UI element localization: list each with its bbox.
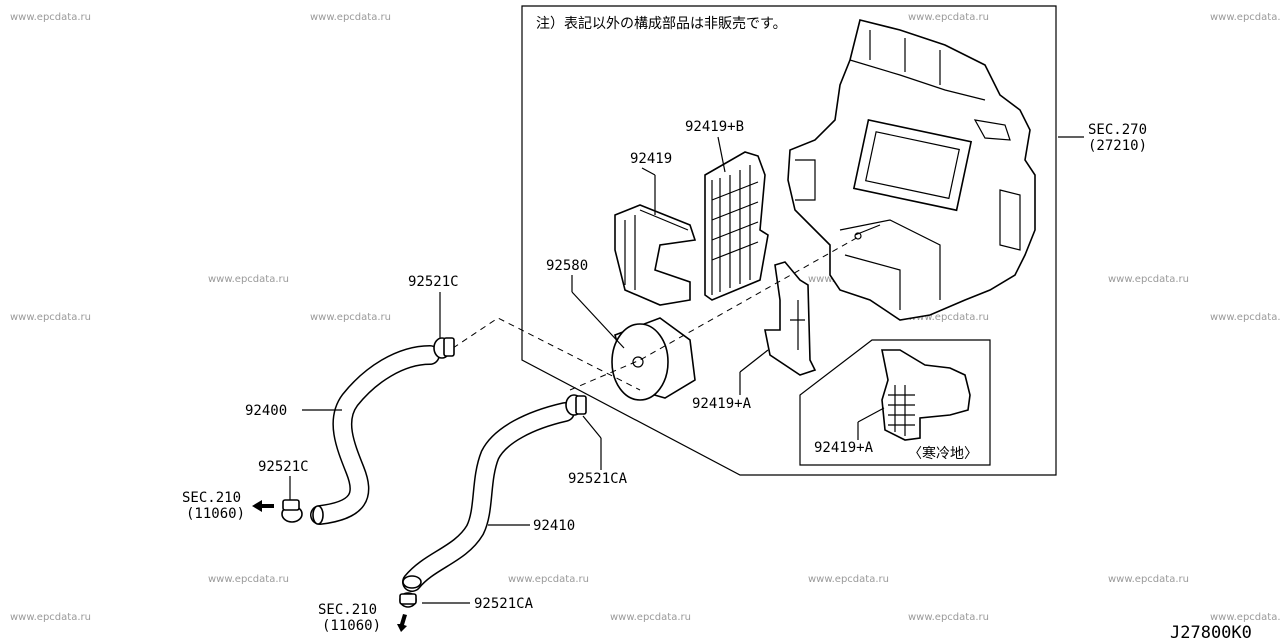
watermark: www.epcdata.ru xyxy=(1210,612,1280,623)
part-label-92521ca-bot[interactable]: 92521CA xyxy=(474,596,534,612)
clamp-drawing xyxy=(565,394,587,416)
watermark: www.epcdata.ru xyxy=(10,612,91,623)
watermark: www.epcdata.ru xyxy=(610,612,691,623)
part-label-92521c-top[interactable]: 92521C xyxy=(408,274,459,290)
watermark: www.epcdata.ru xyxy=(1210,12,1280,23)
part-label-92419[interactable]: 92419 xyxy=(630,151,672,167)
watermark: www.epcdata.ru xyxy=(10,312,91,323)
watermark: www.epcdata.ru xyxy=(208,574,289,585)
leader-line xyxy=(582,415,602,439)
watermark: www.epcdata.ru xyxy=(10,12,91,23)
small-bracket-drawing xyxy=(764,261,817,376)
cold-region-label: 〈寒冷地〉 xyxy=(908,445,978,462)
part-label-92521c-low[interactable]: 92521C xyxy=(258,459,309,475)
filter-cover-drawing xyxy=(704,151,769,301)
inset-bracket-drawing xyxy=(881,349,971,441)
watermarks: www.epcdata.ru www.epcdata.ru www.epcdat… xyxy=(10,12,1280,623)
note-text: 注）表記以外の構成部品は非販売です。 xyxy=(536,15,787,32)
part-label-92419b[interactable]: 92419+B xyxy=(685,119,744,135)
part-label-92419a-inset[interactable]: 92419+A xyxy=(814,440,874,456)
filter-cartridge-drawing xyxy=(611,317,696,401)
watermark: www.epcdata.ru xyxy=(310,312,391,323)
leader-line xyxy=(857,407,885,423)
part-label-92400[interactable]: 92400 xyxy=(245,403,287,419)
hose-92400-drawing xyxy=(310,345,440,525)
clamp-drawing xyxy=(281,499,303,523)
watermark: www.epcdata.ru xyxy=(1210,312,1280,323)
leader-line xyxy=(739,349,769,373)
clamp-drawing xyxy=(433,337,455,359)
sec270-label: SEC.270 xyxy=(1088,122,1147,138)
watermark: www.epcdata.ru xyxy=(908,312,989,323)
watermark: www.epcdata.ru xyxy=(808,574,889,585)
sec210-b-label: SEC.210 xyxy=(318,602,377,618)
watermark: www.epcdata.ru xyxy=(1108,574,1189,585)
watermark: www.epcdata.ru xyxy=(908,12,989,23)
watermark: www.epcdata.ru xyxy=(1108,274,1189,285)
part-label-92580[interactable]: 92580 xyxy=(546,258,588,274)
arrow-icon xyxy=(397,614,407,632)
hose-92410-drawing xyxy=(402,402,575,592)
assembly-frame xyxy=(521,5,1057,476)
routing-line xyxy=(569,235,861,391)
sec210-b-code: (11060) xyxy=(322,618,381,634)
leader-line xyxy=(641,167,656,176)
watermark: www.epcdata.ru xyxy=(310,12,391,23)
clamp-drawing xyxy=(399,592,417,608)
sec210-a-label: SEC.210 xyxy=(182,490,241,506)
part-label-92410[interactable]: 92410 xyxy=(533,518,575,534)
watermark: www.epcdata.ru xyxy=(508,574,589,585)
filter-bracket-drawing xyxy=(614,204,697,306)
part-label-92521ca-mid[interactable]: 92521CA xyxy=(568,471,628,487)
leader-line xyxy=(717,136,726,173)
leader-line xyxy=(571,291,625,349)
inset-frame xyxy=(799,339,991,466)
part-label-92419a[interactable]: 92419+A xyxy=(692,396,752,412)
watermark: www.epcdata.ru xyxy=(908,612,989,623)
sec210-a-code: (11060) xyxy=(186,506,245,522)
figure-code: J27800K0 xyxy=(1170,623,1252,640)
watermark: www.epcdata.ru xyxy=(208,274,289,285)
sec270-code: (27210) xyxy=(1088,138,1147,154)
heater-unit-drawing xyxy=(787,19,1036,321)
arrow-icon xyxy=(252,500,274,512)
